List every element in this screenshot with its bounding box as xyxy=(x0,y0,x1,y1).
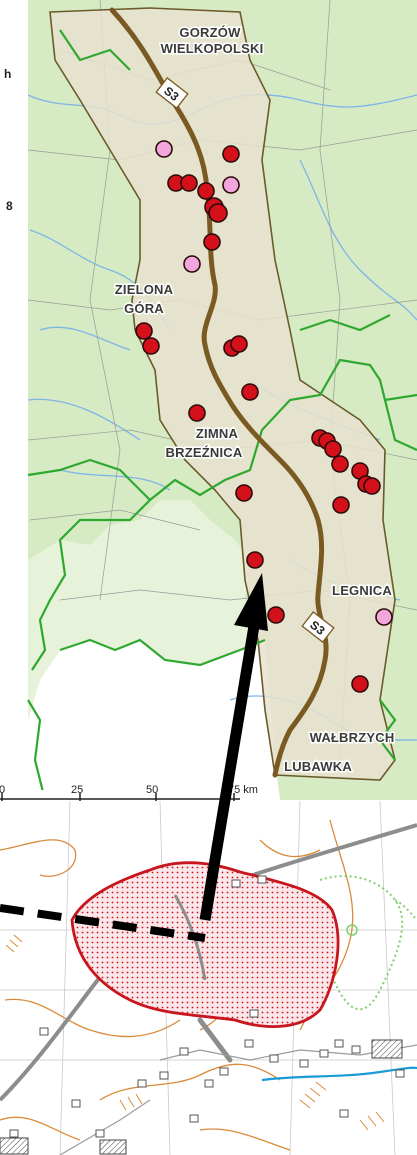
site-marker xyxy=(180,174,198,192)
building xyxy=(299,1059,309,1068)
site-marker xyxy=(135,322,153,340)
site-markers-pink xyxy=(155,140,393,626)
site-marker xyxy=(246,551,264,569)
building xyxy=(339,1109,349,1118)
site-markers-red xyxy=(135,145,381,693)
road-shield-north: S3 xyxy=(155,76,189,110)
city-label-zimna-2: BRZEŹNICA xyxy=(166,445,243,460)
voivodeship-borders xyxy=(27,29,417,801)
building xyxy=(137,1079,147,1088)
site-marker xyxy=(235,484,253,502)
site-marker xyxy=(155,140,173,158)
arrow-shaft xyxy=(199,625,260,921)
site-marker xyxy=(222,145,240,163)
city-label-zielona-1: ZIELONA xyxy=(115,282,174,297)
side-text-top: h xyxy=(4,67,11,81)
building xyxy=(334,1039,344,1048)
stream xyxy=(261,1066,417,1082)
site-marker xyxy=(324,440,342,458)
site-marker xyxy=(142,337,160,355)
site-marker xyxy=(183,255,201,273)
city-label-lubawka: LUBAWKA xyxy=(284,759,352,774)
connector-arrow xyxy=(199,573,268,921)
building xyxy=(71,1099,81,1108)
building xyxy=(269,1054,279,1063)
city-label-walbrzych: WAŁBRZYCH xyxy=(310,730,395,745)
regional-map: S3 S3 xyxy=(4,0,417,801)
city-label-zimna-1: ZIMNA xyxy=(196,426,239,441)
city-labels: GORZÓW WIELKOPOLSKI ZIELONA GÓRA ZIMNA B… xyxy=(113,24,395,776)
building xyxy=(319,1049,329,1058)
hatched-structure xyxy=(0,1137,29,1155)
building xyxy=(351,1045,361,1054)
side-street xyxy=(59,1099,151,1155)
building xyxy=(204,1079,214,1088)
road-stub xyxy=(197,1017,233,1063)
building xyxy=(249,1009,259,1018)
road-shield-south: S3 xyxy=(301,610,335,644)
site-marker xyxy=(230,335,248,353)
site-marker xyxy=(188,404,206,422)
road-s3 xyxy=(109,7,329,778)
site-marker xyxy=(332,496,350,514)
site-marker xyxy=(363,477,381,495)
vegetation-boundary xyxy=(319,875,417,1011)
detail-map xyxy=(0,800,417,1155)
building xyxy=(179,1047,189,1056)
building xyxy=(257,875,267,884)
site-marker xyxy=(351,675,369,693)
hatched-structure xyxy=(99,1139,127,1155)
lowland-area xyxy=(28,500,255,720)
site-marker xyxy=(203,233,221,251)
city-label-gorzow-1: GORZÓW xyxy=(179,25,241,40)
site-marker xyxy=(241,383,259,401)
scale-tick-75: 75 km xyxy=(228,784,258,796)
foreign-territory xyxy=(28,640,280,800)
scale-tick-50: 50 xyxy=(146,784,158,796)
arrow-head xyxy=(234,573,268,631)
building xyxy=(95,1129,105,1138)
building xyxy=(244,1039,254,1048)
city-label-legnica: LEGNICA xyxy=(332,583,392,598)
side-text-middle: 8 xyxy=(6,199,13,213)
site-marker xyxy=(222,176,240,194)
site-marker xyxy=(208,203,228,223)
building xyxy=(9,1129,19,1138)
buildings xyxy=(9,875,405,1138)
investment-area xyxy=(70,861,340,1028)
site-marker xyxy=(375,608,393,626)
dashed-connector xyxy=(0,904,206,942)
building xyxy=(395,1069,405,1078)
site-marker xyxy=(331,455,349,473)
building xyxy=(39,1027,49,1036)
site-marker xyxy=(197,182,215,200)
slope-hatching xyxy=(5,934,385,1131)
scale-bar: 0 25 50 75 km xyxy=(0,784,260,801)
hatched-structure xyxy=(371,1039,403,1059)
scale-tick-0: 0 xyxy=(0,784,5,796)
building xyxy=(159,1071,169,1080)
building xyxy=(219,1067,229,1076)
building xyxy=(189,1114,199,1123)
vegetation-symbol xyxy=(346,924,358,936)
scale-tick-25: 25 xyxy=(71,784,83,796)
building xyxy=(231,879,241,888)
city-label-zielona-2: GÓRA xyxy=(124,301,164,316)
city-label-gorzow-2: WIELKOPOLSKI xyxy=(161,41,264,56)
site-marker xyxy=(267,606,285,624)
